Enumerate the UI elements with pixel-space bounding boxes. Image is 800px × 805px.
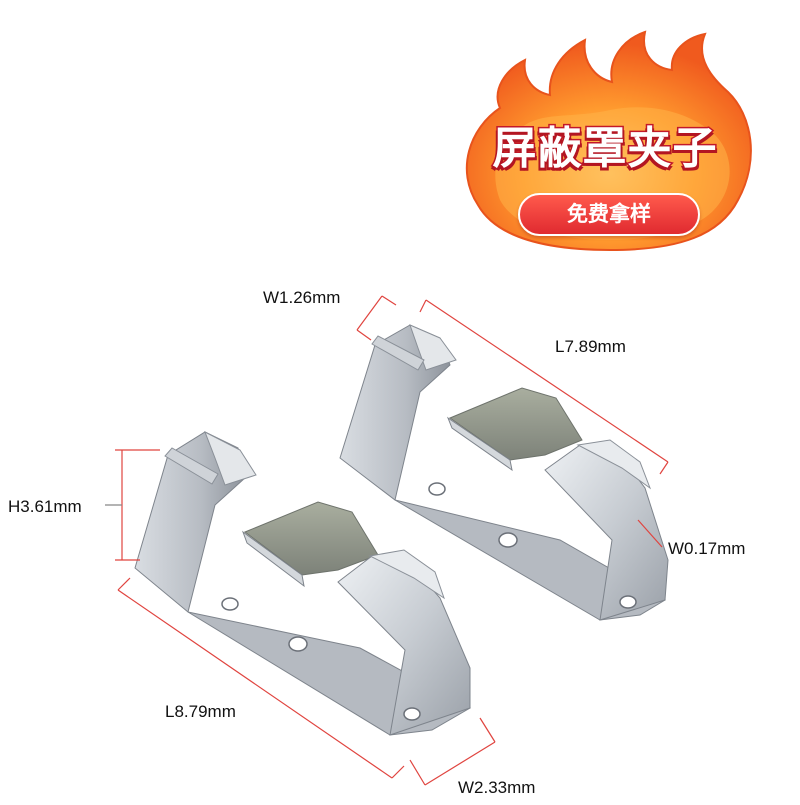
- free-sample-button[interactable]: 免费拿样: [518, 193, 700, 236]
- dimension-label-h: H3.61mm: [8, 497, 82, 516]
- clip-right: [339, 324, 669, 621]
- badge-title: 屏蔽罩夹子: [491, 122, 718, 176]
- dimension-label-l-top: L7.89mm: [555, 337, 626, 356]
- dimension-lines: [105, 295, 669, 786]
- clip-left: [134, 430, 472, 736]
- dimension-label-l-bottom: L8.79mm: [165, 702, 236, 721]
- dimension-label-w-bottom: W2.33mm: [458, 778, 536, 797]
- dimension-label-w-top: W1.26mm: [263, 288, 341, 307]
- dimension-label-w-thickness: W0.17mm: [668, 539, 746, 558]
